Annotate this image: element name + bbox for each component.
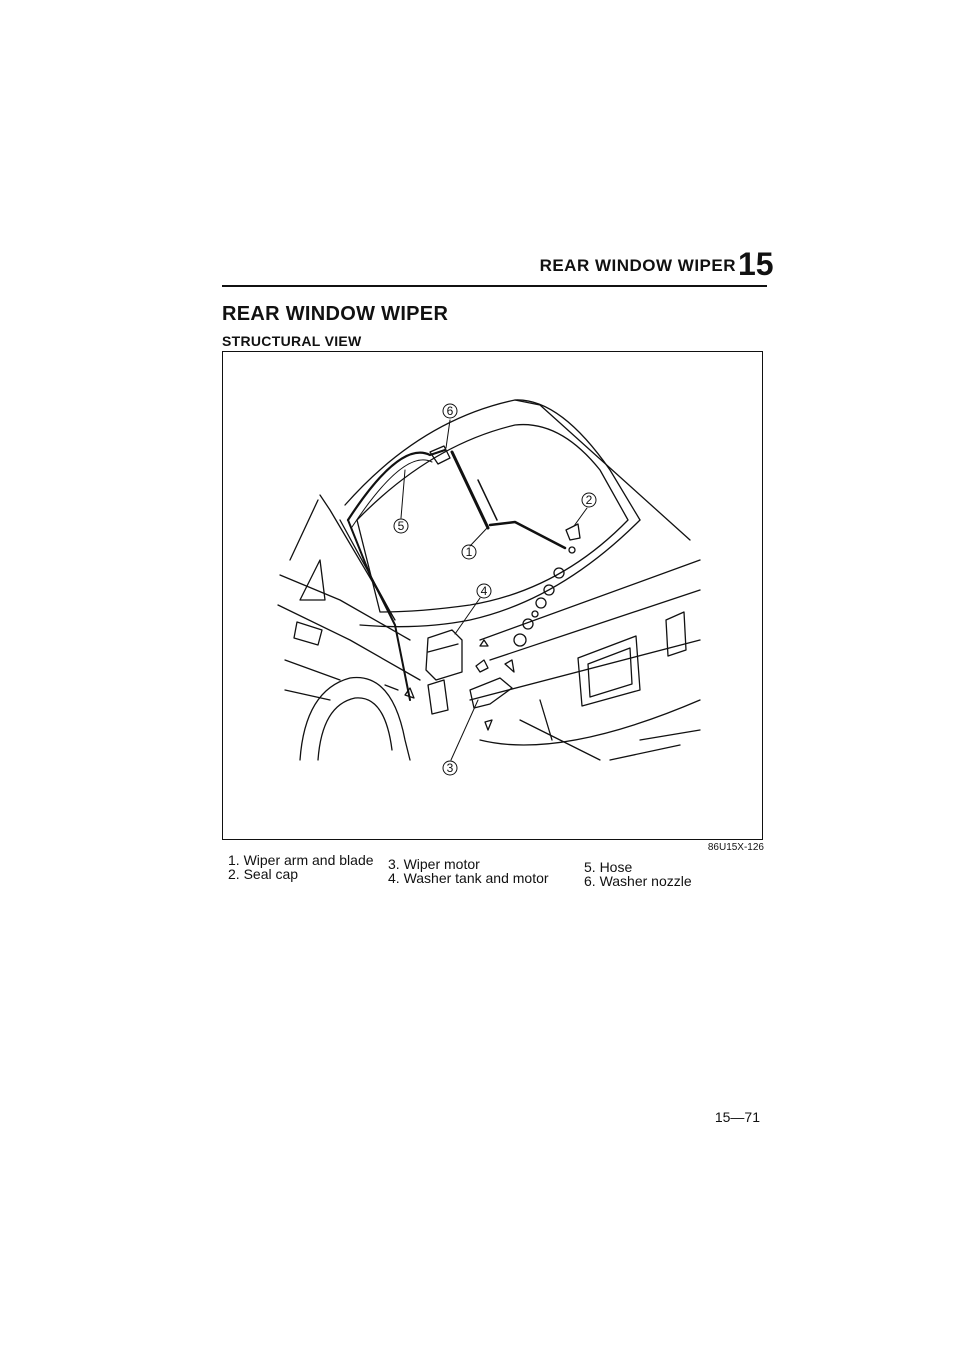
side-marker-light xyxy=(293,621,323,646)
legend-item: 1. Wiper arm and blade xyxy=(228,852,374,868)
header-rule xyxy=(222,285,767,287)
section-subtitle: STRUCTURAL VIEW xyxy=(222,333,362,349)
structural-view-figure xyxy=(222,351,763,840)
washer-nozzle xyxy=(429,445,451,465)
chapter-number: 15 xyxy=(738,246,774,282)
figure-code: 86U15X-126 xyxy=(707,842,764,853)
legend-item: 3. Wiper motor xyxy=(388,856,480,872)
legend-item: 5. Hose xyxy=(584,859,633,875)
callout-1: 1 xyxy=(466,545,473,559)
callout-5: 5 xyxy=(398,519,405,533)
wiper-blade xyxy=(450,450,490,530)
legend-item: 6. Washer nozzle xyxy=(584,873,692,889)
seal-cap-part xyxy=(565,523,581,541)
callout-4: 4 xyxy=(481,584,488,598)
license-plate-recess xyxy=(577,635,641,707)
washer-hose xyxy=(346,448,447,522)
legend-item: 4. Washer tank and motor xyxy=(388,870,549,886)
callout-2: 2 xyxy=(586,493,593,507)
rear-glass xyxy=(356,423,629,613)
legend-item: 2. Seal cap xyxy=(228,866,299,882)
callout-6: 6 xyxy=(447,404,454,418)
connector xyxy=(427,679,449,715)
callout-3: 3 xyxy=(447,761,454,775)
running-header-title: REAR WINDOW WIPER xyxy=(539,256,736,275)
washer-tank xyxy=(425,629,463,681)
wiper-motor xyxy=(469,677,513,709)
wiper-arm xyxy=(488,520,567,550)
wheel-arch xyxy=(299,676,411,761)
page-number: 15—71 xyxy=(714,1109,760,1125)
section-title: REAR WINDOW WIPER xyxy=(222,303,449,325)
